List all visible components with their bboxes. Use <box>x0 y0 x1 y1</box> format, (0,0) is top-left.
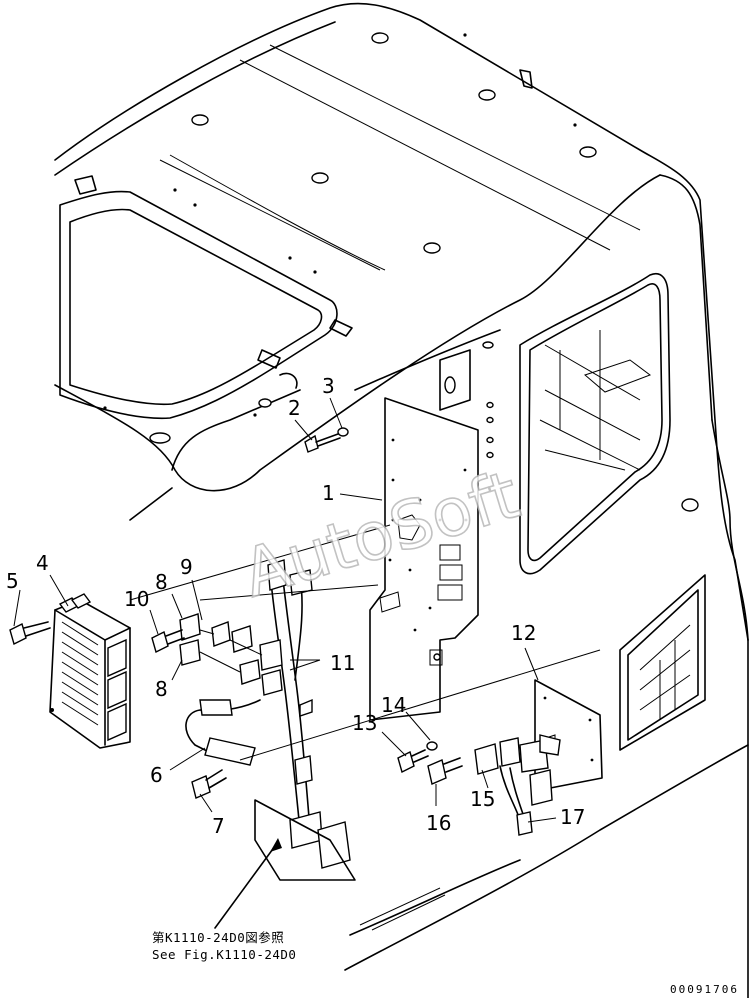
fasteners <box>9 427 463 799</box>
callout-4: 4 <box>36 551 49 575</box>
side-window <box>519 273 671 575</box>
controller <box>49 593 131 749</box>
callout-15: 15 <box>470 787 495 811</box>
callout-10: 10 <box>124 587 149 611</box>
callout-8-upper: 8 <box>155 570 168 594</box>
document-id: 00091706 <box>670 983 739 996</box>
callout-7: 7 <box>212 814 225 838</box>
roof-bolts <box>103 32 699 512</box>
callout-16: 16 <box>426 811 451 835</box>
reference-note: 第K1110-24D0図参照 See Fig.K1110-24D0 <box>152 930 296 962</box>
wiring-harness <box>179 559 356 881</box>
reference-note-jp: 第K1110-24D0図参照 <box>152 930 284 945</box>
callout-13: 13 <box>352 711 377 735</box>
callout-labels: 1 2 3 4 5 6 7 8 8 9 10 11 12 13 14 15 16… <box>6 374 585 838</box>
callout-2: 2 <box>288 396 301 420</box>
relays <box>474 734 561 836</box>
callout-8-lower: 8 <box>155 677 168 701</box>
callout-14: 14 <box>381 693 406 717</box>
callout-9: 9 <box>180 555 193 579</box>
side-opening <box>619 574 706 751</box>
callout-17: 17 <box>560 805 585 829</box>
watermark-text: AutoSoft <box>234 456 528 613</box>
callout-5: 5 <box>6 569 19 593</box>
callout-3: 3 <box>322 374 335 398</box>
leader-lines <box>13 397 601 929</box>
callout-12: 12 <box>511 621 536 645</box>
reference-note-en: See Fig.K1110-24D0 <box>152 947 296 962</box>
cab-body <box>54 2 749 998</box>
callout-1: 1 <box>322 481 335 505</box>
callout-11: 11 <box>330 651 355 675</box>
callout-6: 6 <box>150 763 163 787</box>
mounting-plate <box>369 397 494 721</box>
